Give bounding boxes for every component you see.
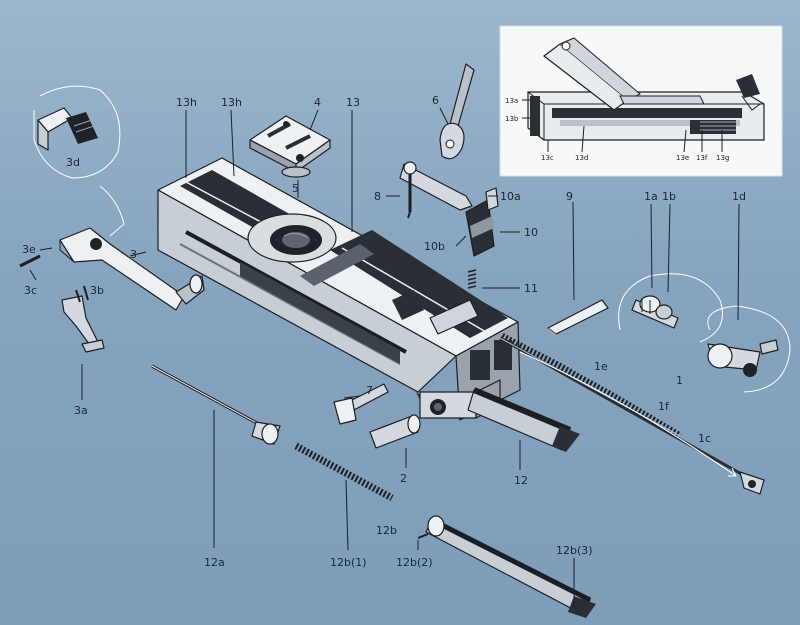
label-3b: 3b xyxy=(90,284,104,297)
label-12b1: 12b(1) xyxy=(330,556,367,569)
label-4: 4 xyxy=(314,96,321,109)
label-3c: 3c xyxy=(24,284,37,297)
label-10a: 10a xyxy=(500,190,521,203)
label-12b: 12b xyxy=(376,524,397,537)
part-9-wedge xyxy=(547,299,609,338)
part-12b3-tube xyxy=(417,515,596,618)
part-11-spring xyxy=(467,269,477,289)
label-11: 11 xyxy=(524,282,538,295)
part-7-bolt xyxy=(333,383,389,425)
label-2: 2 xyxy=(400,472,407,485)
label-13e: 13e xyxy=(676,154,689,162)
label-1c: 1c xyxy=(698,432,711,445)
leader-lines xyxy=(29,107,740,608)
part-12b1-spring xyxy=(294,442,394,502)
label-5: 5 xyxy=(292,182,299,195)
label-1: 1 xyxy=(676,374,683,387)
label-3: 3 xyxy=(130,248,137,261)
label-1d: 1d xyxy=(732,190,746,203)
label-9: 9 xyxy=(566,190,573,203)
part-8-pin xyxy=(399,161,473,219)
part-3-arm xyxy=(19,227,205,311)
label-10: 10 xyxy=(524,226,538,239)
label-13d: 13d xyxy=(575,154,588,162)
label-12: 12 xyxy=(514,474,528,487)
label-13f: 13f xyxy=(696,154,708,162)
label-3a: 3a xyxy=(74,404,88,417)
inset-detail: 13a 13b 13c 13d 13e 13f 13g xyxy=(499,25,783,177)
label-3e: 3e xyxy=(22,243,36,256)
part-3a-3b-trigger xyxy=(61,285,105,353)
part-12-tube xyxy=(467,387,580,452)
part-labels: 13h 13h 4 13 6 5 8 10a 10 10b 9 11 1a 1b… xyxy=(22,94,746,569)
label-13a: 13a xyxy=(505,97,518,105)
label-1e: 1e xyxy=(594,360,608,373)
receiver-13 xyxy=(157,157,521,421)
detail-1a-1b xyxy=(618,273,723,343)
part-10-block xyxy=(465,187,499,257)
label-10b: 10b xyxy=(424,240,445,253)
detail-1d xyxy=(707,305,791,393)
detail-3d xyxy=(33,85,125,237)
label-6: 6 xyxy=(432,94,439,107)
inset-slot xyxy=(552,108,742,118)
label-13g: 13g xyxy=(716,154,729,162)
label-8: 8 xyxy=(374,190,381,203)
label-13: 13 xyxy=(346,96,360,109)
label-12a: 12a xyxy=(204,556,225,569)
label-7: 7 xyxy=(366,384,373,397)
label-13h-right: 13h xyxy=(221,96,242,109)
part-12a-firing-pin xyxy=(151,364,281,445)
part-6-lever xyxy=(439,63,475,160)
label-13h-left: 13h xyxy=(176,96,197,109)
label-12b2: 12b(2) xyxy=(396,556,433,569)
part-2-pin xyxy=(369,414,421,449)
label-13c: 13c xyxy=(541,154,554,162)
label-1f: 1f xyxy=(658,400,670,413)
label-1a: 1a xyxy=(644,190,658,203)
label-3d: 3d xyxy=(66,156,80,169)
part-4-cover-plate xyxy=(249,115,331,178)
label-1b: 1b xyxy=(662,190,676,203)
label-13b: 13b xyxy=(505,115,519,123)
part-1-spring-guide xyxy=(499,332,765,495)
label-12b3: 12b(3) xyxy=(556,544,593,557)
